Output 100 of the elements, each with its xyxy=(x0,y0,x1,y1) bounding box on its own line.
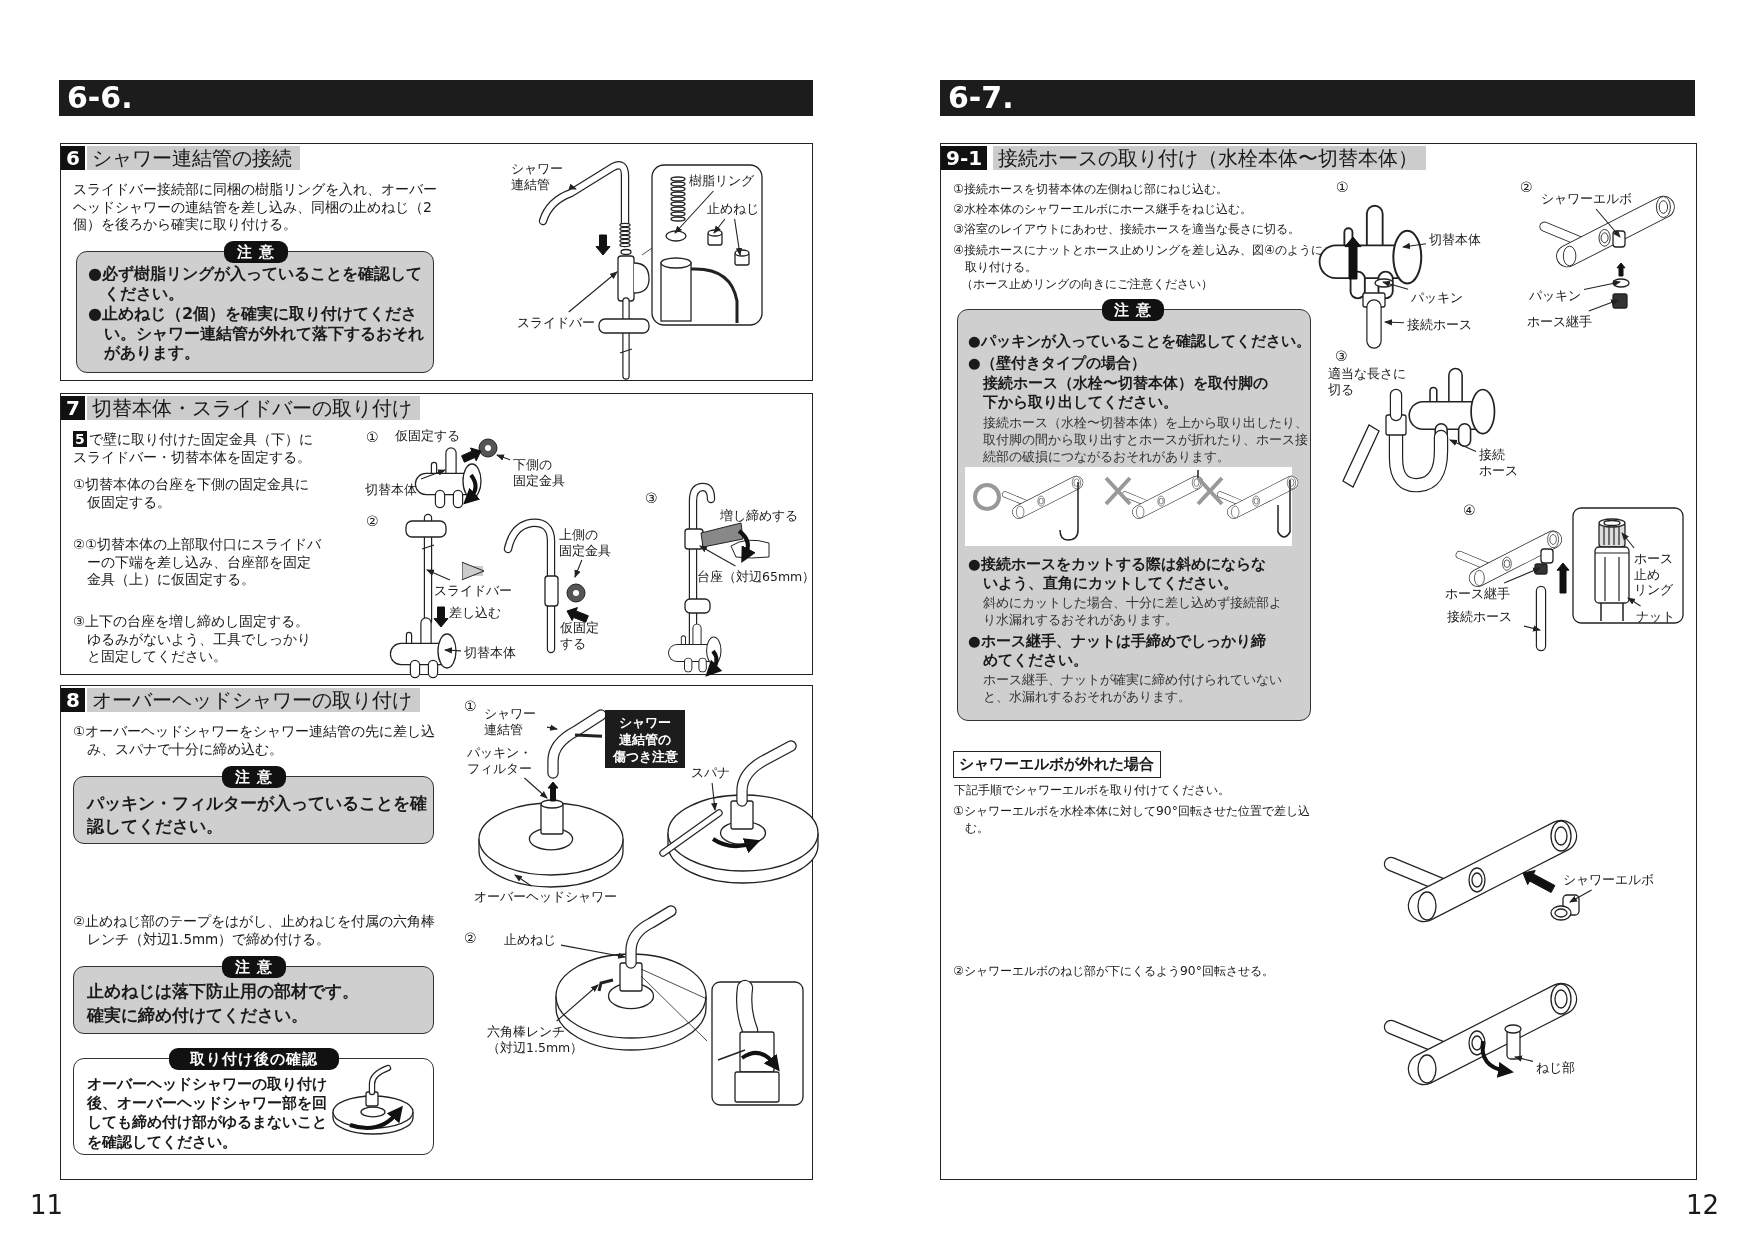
leader-line xyxy=(574,559,583,578)
step-number: ③ xyxy=(1335,348,1348,364)
leader-line xyxy=(496,454,511,461)
instruction-text: ①接続ホースを切替本体の左側ねじ部にねじ込む。 xyxy=(953,181,1230,198)
leader-line xyxy=(444,647,462,654)
caution-text: 止めねじは落下防止用の部材です。 xyxy=(87,981,360,1003)
page-header: 6-6. xyxy=(59,80,813,116)
section-number: 8 xyxy=(61,688,85,712)
step-number: ② xyxy=(1520,179,1533,195)
instruction-text: オーバーヘッドシャワーの取り付け後、オーバーヘッドシャワー部を回しても締め付け部がゆるまないことを確認してください。 xyxy=(87,1075,328,1152)
page-header: 6-7. xyxy=(940,80,1695,116)
annotation-text: 仮固定する xyxy=(395,428,460,444)
warning-callout: シャワー連結管の傷つき注意 xyxy=(605,710,685,768)
leader-line xyxy=(713,218,726,234)
leader-line xyxy=(1588,299,1619,312)
part-label: パッキン xyxy=(1529,288,1583,305)
caution-label: 注 意 xyxy=(222,956,286,978)
leader-line xyxy=(1449,439,1477,452)
part-label: スライドバー xyxy=(434,583,516,600)
caution-text: ●パッキンが入っていることを確認してください。 xyxy=(968,332,1312,351)
part-label: スライドバー xyxy=(517,315,597,332)
part-label: ホース止めリング xyxy=(1634,551,1678,599)
section-heading: シャワー連結管の接続 xyxy=(87,146,300,170)
instruction-text: ②①切替本体の上部取付口にスライドバーの下端を差し込み、台座部を固定金具（上）に仮固定する。 xyxy=(73,536,323,589)
part-label: シャワーエルボ xyxy=(1563,872,1660,889)
annotation-text: 差し込む xyxy=(449,605,501,621)
section-heading: 切替本体・スライドバーの取り付け xyxy=(87,396,420,420)
leader-line xyxy=(1384,319,1405,326)
block-arrow xyxy=(461,561,485,581)
section-heading: オーバーヘッドシャワーの取り付け xyxy=(87,688,420,712)
leader-line xyxy=(420,469,446,480)
section-number: 6 xyxy=(61,146,85,170)
part-label: 上側の固定金具 xyxy=(559,527,621,559)
annotation-text: 適当な長さに切る xyxy=(1328,366,1406,398)
caution-label: 注 意 xyxy=(222,766,286,788)
part-label: 下側の固定金具 xyxy=(513,457,575,489)
part-label: ナット xyxy=(1636,609,1680,626)
instruction-text: ①切替本体の台座を下側の固定金具に仮固定する。 xyxy=(73,476,311,512)
section-number: 9-1 xyxy=(941,146,988,170)
caution-label: 注 意 xyxy=(1102,299,1164,321)
caution-text: ●ホース継手、ナットは手締めでしっかり締めてください。 xyxy=(968,632,1267,670)
caution-text: パッキン・フィルターが入っていることを確認してください。 xyxy=(87,793,428,839)
leader-line xyxy=(546,724,558,731)
part-label: 止めねじ xyxy=(504,932,560,949)
part-label: パッキン xyxy=(1411,290,1465,307)
part-label: ホース継手 xyxy=(1527,314,1597,331)
leader-line xyxy=(1621,532,1635,549)
part-label: シャワー連結管 xyxy=(511,161,573,193)
leader-line xyxy=(556,984,599,1022)
leader-line xyxy=(711,782,718,811)
caution-note: 斜めにカットした場合、十分に差し込めず接続部より水漏れするおそれがあります。 xyxy=(983,594,1283,629)
caution-note: 接続ホース（水栓〜切替本体）を上から取り出したり、取付脚の間から取り出すとホースが折れたり、ホース接続部の破損につながるおそれがあります。 xyxy=(983,414,1309,466)
caution-label: 取り付け後の確認 xyxy=(169,1048,339,1070)
instruction-text: ②シャワーエルボのねじ部が下にくるよう90°回転させる。 xyxy=(953,963,1275,980)
caution-text: ●接続ホースをカットする際は斜めにならないよう、直角にカットしてください。 xyxy=(968,555,1267,593)
leader-line xyxy=(1595,208,1621,238)
instruction-text: （ホース止めリングの向きにご注意ください） xyxy=(961,276,1214,293)
part-label: シャワー連結管 xyxy=(484,706,546,738)
leader-line xyxy=(568,183,577,190)
page-number: 12 xyxy=(1686,1190,1720,1220)
leader-line xyxy=(1583,280,1621,291)
leader-line xyxy=(1627,597,1642,607)
instruction-text: スライドバー接続部に同梱の樹脂リングを入れ、オーバーヘッドシャワーの連結管を差し込み、同梱の止めねじ（2個）を後ろから確実に取り付ける。 xyxy=(73,181,438,234)
part-label: 接続ホース xyxy=(1479,447,1523,479)
leader-line xyxy=(699,545,736,567)
leader-line xyxy=(1569,889,1593,903)
caution-text: 接続ホース（水栓〜切替本体）を取付脚の下から取り出してください。 xyxy=(983,374,1268,412)
step-number: ① xyxy=(1336,179,1349,195)
step-number: ③ xyxy=(645,490,658,506)
step-number: ① xyxy=(464,698,477,714)
leader-line xyxy=(1503,567,1541,584)
part-label: 切替本体 xyxy=(365,482,423,499)
instruction-text: ③上下の台座を増し締めし固定する。ゆるみがないよう、工具でしっかりと固定してください。 xyxy=(73,613,312,666)
leader-line xyxy=(560,944,626,959)
caution-note: ホース継手、ナットが確実に締め付けられていないと、水漏れするおそれがあります。 xyxy=(983,671,1283,706)
leader-line xyxy=(1382,280,1409,290)
part-label: 樹脂リング xyxy=(689,173,759,190)
instruction-text: ①シャワーエルボを水栓本体に対して90°回転させた位置で差し込む。 xyxy=(953,803,1311,837)
part-label: 止めねじ xyxy=(707,201,761,218)
caution-text: ●必ず樹脂リングが入っていることを確認してください。 xyxy=(88,264,423,304)
leader-line xyxy=(1514,1055,1534,1062)
annotation-text: 増し締めする xyxy=(720,508,798,524)
instruction-text: ③浴室のレイアウトにあわせ、接続ホースを適当な長さに切る。 xyxy=(953,221,1302,238)
part-label: スパナ xyxy=(691,765,733,782)
leader-line xyxy=(1402,242,1427,250)
section-heading: 接続ホースの取り付け（水栓本体〜切替本体） xyxy=(993,146,1426,170)
leader-line xyxy=(523,777,548,799)
part-label: 六角棒レンチ（対辺1.5mm） xyxy=(487,1024,587,1056)
instruction-panel xyxy=(60,143,813,381)
annotation-text: 仮固定する xyxy=(560,620,599,652)
caution-text: ●止めねじ（2個）を確実に取り付けてください。シャワー連結管が外れて落下するおそれがあります。 xyxy=(88,304,425,363)
step-number: ② xyxy=(366,513,379,529)
section-number: 7 xyxy=(61,396,85,420)
instruction-text: ②水栓本体のシャワーエルボにホース継手をねじ込む。 xyxy=(953,201,1254,218)
step-number: ① xyxy=(366,429,379,445)
subsection-heading: シャワーエルボが外れた場合 xyxy=(953,751,1161,778)
page-number: 11 xyxy=(30,1190,64,1220)
part-label: 切替本体 xyxy=(464,645,522,662)
instruction-text: ④接続ホースにナットとホース止めリングを差し込み、図④のように取り付ける。 xyxy=(953,242,1325,276)
instruction-text: ①オーバーヘッドシャワーをシャワー連結管の先に差し込み、スパナで十分に締め込む。 xyxy=(73,723,437,759)
